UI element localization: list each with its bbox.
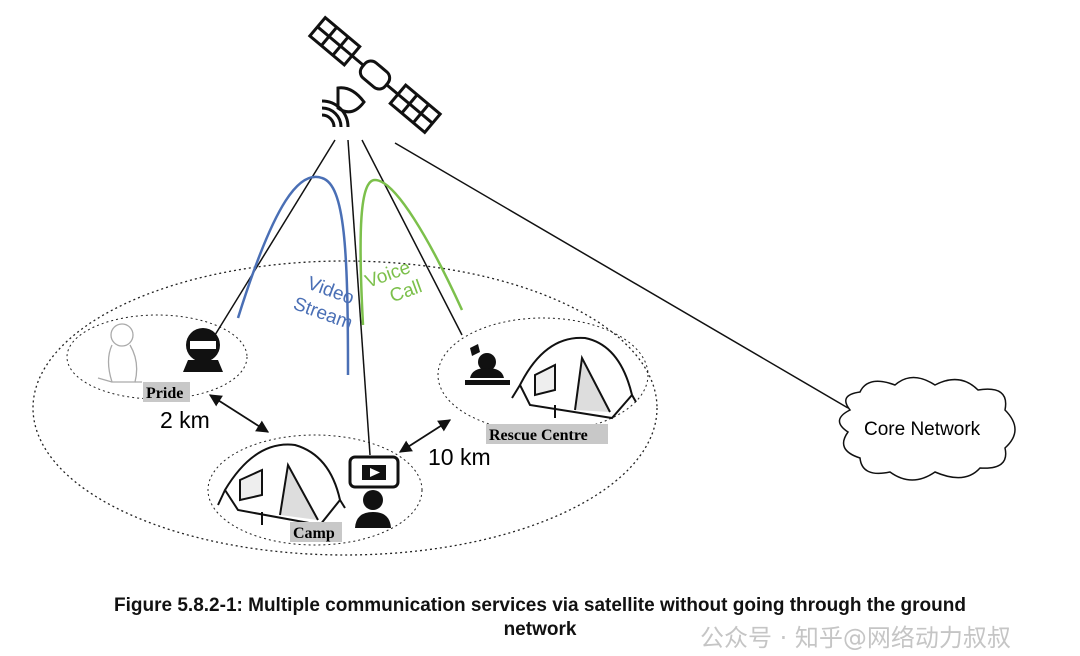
rescue-area xyxy=(437,317,649,433)
core-network-label: Core Network xyxy=(864,419,981,440)
camp-label-bg xyxy=(290,522,342,542)
link-camp xyxy=(347,139,371,456)
link-rescue xyxy=(361,139,463,336)
rescue-label-bg xyxy=(486,424,608,444)
camp-rescue-arrow xyxy=(398,419,452,453)
rescue-tent-icon xyxy=(511,336,637,420)
satellite-icon xyxy=(307,15,443,135)
pride-camp-distance: 2 km xyxy=(160,407,210,433)
robot-icon xyxy=(183,328,223,372)
user-headset-icon xyxy=(355,490,391,528)
link-pride xyxy=(214,139,336,336)
camp-area xyxy=(207,434,423,546)
pride-label: Pride xyxy=(146,385,183,402)
pride-camp-arrow xyxy=(208,394,270,433)
caption-line-1: Figure 5.8.2-1: Multiple communication s… xyxy=(114,595,966,616)
operator-icon xyxy=(465,344,510,385)
camp-label: Camp xyxy=(293,525,335,542)
tablet-video-icon xyxy=(348,455,400,489)
watermark: 公众号 · 知乎@网络动力叔叔 xyxy=(700,624,1011,652)
camp-tent-icon xyxy=(217,443,346,527)
camp-rescue-distance: 10 km xyxy=(428,444,491,470)
video-stream-arc xyxy=(236,175,350,376)
figure-caption: Figure 5.8.2-1: Multiple communication s… xyxy=(0,594,1080,642)
rescue-centre-label: Rescue Centre xyxy=(489,427,588,444)
pride-label-bg xyxy=(143,382,190,402)
link-core xyxy=(394,142,849,409)
caption-line-2: network xyxy=(503,619,577,640)
core-network-cloud xyxy=(838,376,1016,481)
lion-icon xyxy=(97,323,142,383)
voice-call-arc xyxy=(359,178,464,326)
